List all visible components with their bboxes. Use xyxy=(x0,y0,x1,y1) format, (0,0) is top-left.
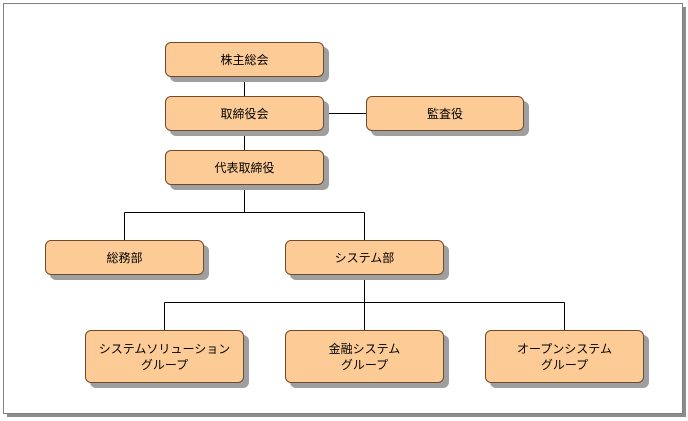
node-label-line2: グループ xyxy=(140,357,189,372)
node-auditor: 監査役 xyxy=(366,96,524,131)
node-label-line1: 金融システム xyxy=(328,341,401,356)
node-label-line1: オープンシステム xyxy=(517,341,612,356)
node-label: システム部 xyxy=(334,250,395,265)
node-label: 代表取締役 xyxy=(214,160,275,175)
frame-shadow-bottom xyxy=(7,413,686,417)
node-label: 監査役 xyxy=(426,106,463,121)
frame-shadow-right xyxy=(682,7,686,417)
node-open-system-group: オープンシステム グループ xyxy=(485,330,644,383)
node-system-solution-group: システムソリューション グループ xyxy=(85,330,244,383)
node-label: 株主総会 xyxy=(220,52,269,67)
node-general-affairs: 総務部 xyxy=(45,240,204,275)
node-label-line2: グループ xyxy=(540,357,589,372)
node-label-line2: グループ xyxy=(340,357,389,372)
node-financial-system-group: 金融システム グループ xyxy=(285,330,444,383)
node-label-line1: システムソリューション xyxy=(98,341,231,356)
node-label: 総務部 xyxy=(106,250,143,265)
node-shareholders-meeting: 株主総会 xyxy=(165,42,324,77)
node-systems-dept: システム部 xyxy=(285,240,444,275)
node-label: 取締役会 xyxy=(220,106,269,121)
node-representative-director: 代表取締役 xyxy=(165,150,324,185)
node-board-of-directors: 取締役会 xyxy=(165,96,324,131)
